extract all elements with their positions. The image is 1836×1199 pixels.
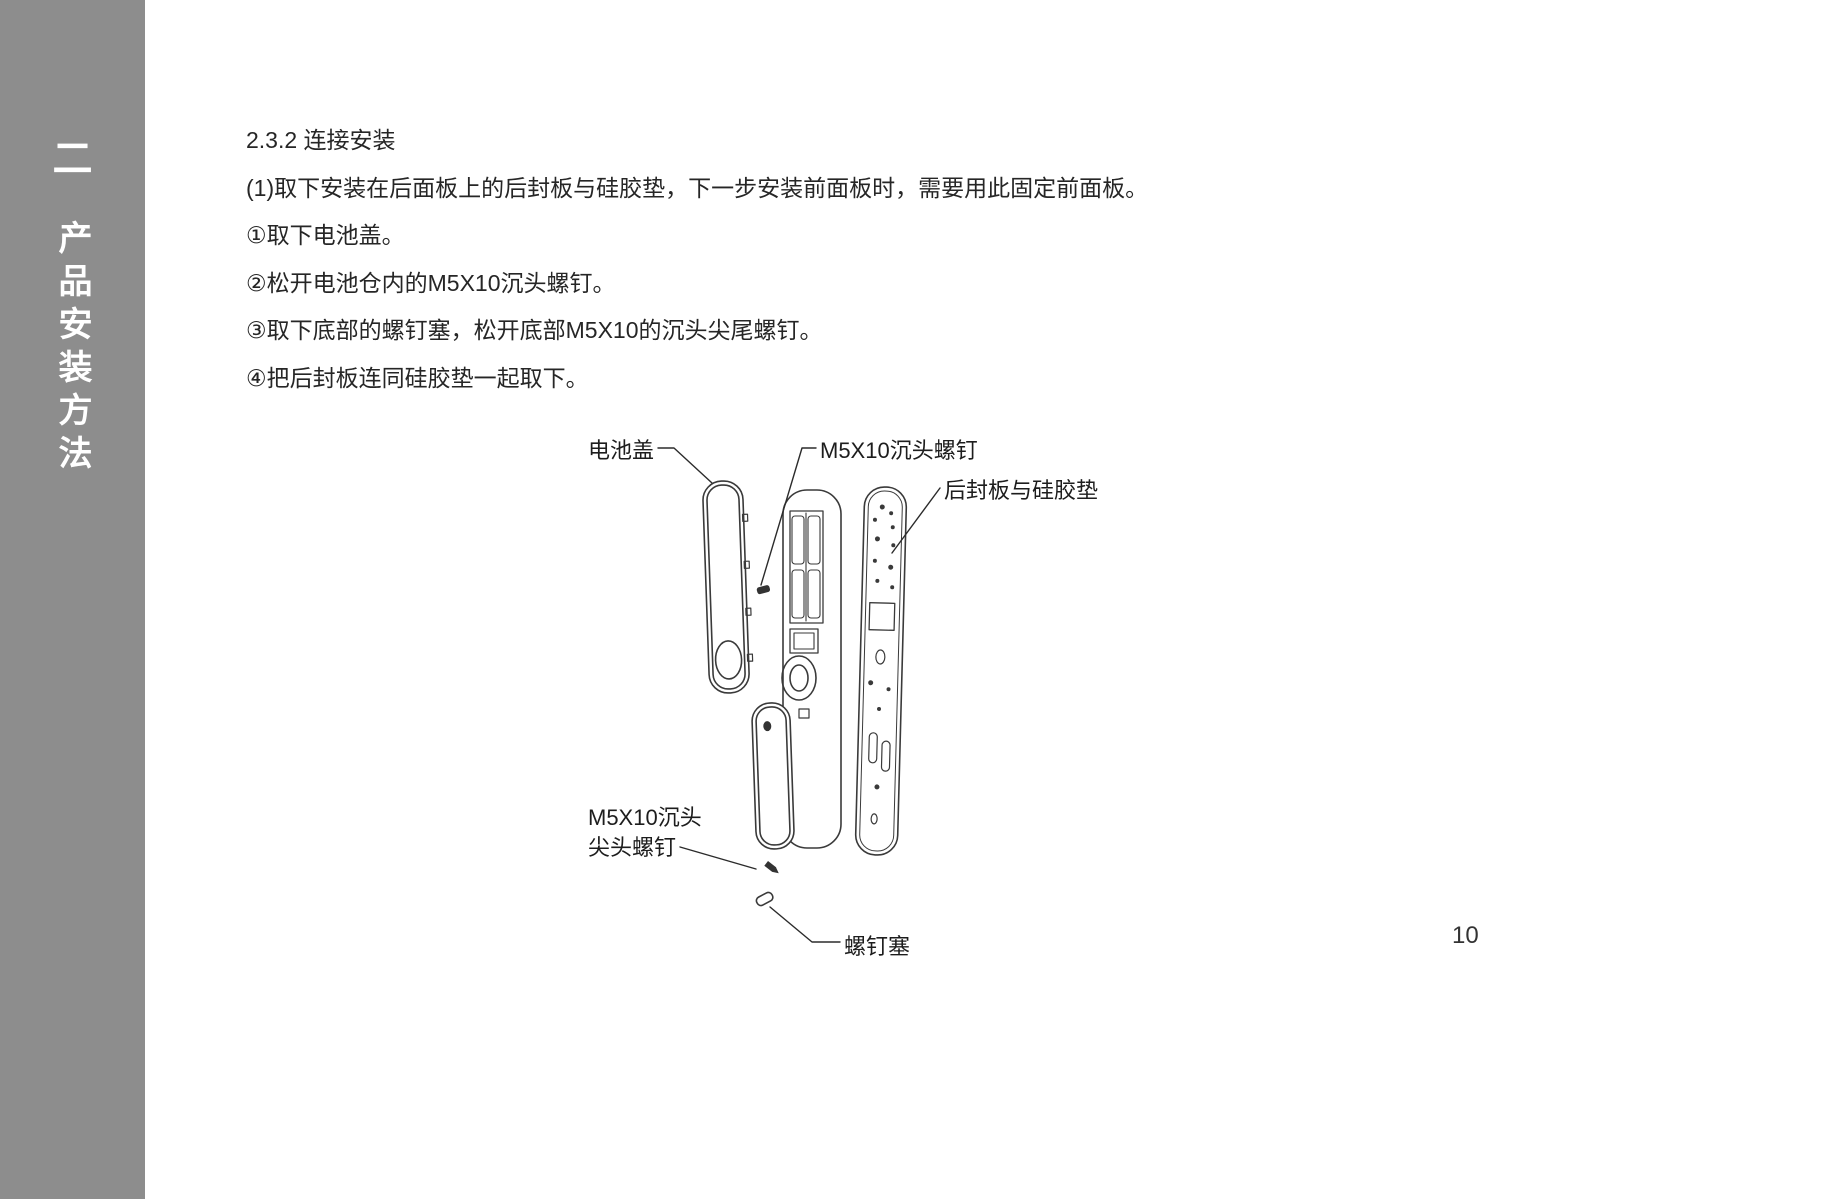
screw-plug-drawing [755,891,774,907]
sidebar: 二 产品安装方法 [0,0,145,1199]
label-countersunk-screw: M5X10沉头螺钉 [820,438,978,463]
paragraph: ③取下底部的螺钉塞，松开底部M5X10的沉头尖尾螺钉。 [246,317,823,343]
sidebar-section-title: 产品安装方法 [53,220,91,478]
label-back-plate: 后封板与硅胶垫 [944,478,1099,503]
pointed-screw-drawing [764,861,779,874]
leader-lines [657,447,941,943]
section-heading: 2.3.2 连接安装 [246,127,396,153]
exploded-view-diagram: 电池盖 M5X10沉头螺钉 后封板与硅胶垫 M5X10沉头 尖头螺钉 螺钉塞 [540,415,1180,990]
countersunk-screw-drawing [756,585,771,595]
label-pointed-screw: M5X10沉头 尖头螺钉 [588,803,702,863]
battery-cover-drawing [702,480,754,694]
paragraph: ②松开电池仓内的M5X10沉头螺钉。 [246,269,616,296]
label-screw-plug: 螺钉塞 [844,934,911,959]
handle-drawing [751,702,795,850]
paragraph: ①取下电池盖。 [246,222,405,248]
paragraph: (1)取下安装在后面板上的后封板与硅胶垫，下一步安装前面板时，需要用此固定前面板… [246,174,1149,201]
sidebar-section-number: 二 [52,137,93,181]
lock-body-drawing [781,489,842,849]
label-pointed-screw-line2: 尖头螺钉 [588,835,677,860]
exploded-diagram-svg [657,447,941,943]
back-plate-drawing [854,486,908,856]
content-block: 2.3.2 连接安装 (1)取下安装在后面板上的后封板与硅胶垫，下一步安装前面板… [246,117,1566,402]
label-battery-cover: 电池盖 [588,438,655,463]
paragraph: ④把后封板连同硅胶垫一起取下。 [246,364,589,391]
label-pointed-screw-line1: M5X10沉头 [588,805,702,830]
page-number: 10 [1452,922,1479,949]
